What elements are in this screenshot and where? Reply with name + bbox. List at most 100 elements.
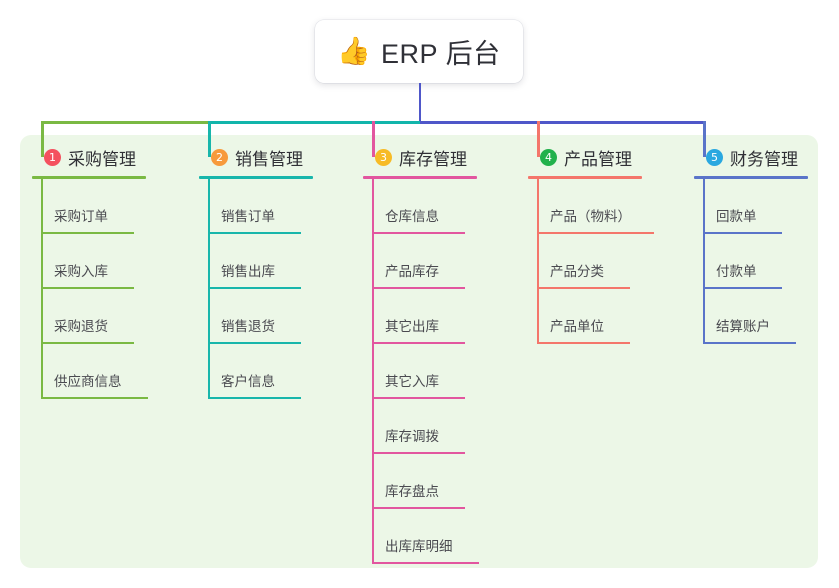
leaf-item-rule: [372, 232, 465, 234]
connector-stem-col-1: [41, 121, 44, 157]
column-items: 采购订单采购入库采购退货供应商信息: [32, 179, 148, 399]
leaf-item[interactable]: 产品库存: [363, 234, 477, 289]
leaf-item[interactable]: 供应商信息: [32, 344, 148, 399]
leaf-item-label: 采购订单: [54, 209, 108, 224]
leaf-item[interactable]: 付款单: [694, 234, 808, 289]
connector-bar-teal: [208, 121, 420, 124]
leaf-item-rule: [208, 397, 301, 399]
leaf-item-rule: [703, 232, 782, 234]
column-trunk-line: [208, 179, 210, 399]
number-badge-icon: 5: [706, 148, 723, 166]
leaf-item-label: 采购入库: [54, 264, 108, 279]
column-trunk-line: [537, 179, 539, 344]
leaf-item-rule: [208, 287, 301, 289]
leaf-item-rule: [537, 232, 654, 234]
root-stem: [418, 83, 422, 124]
number-badge-icon: 2: [211, 148, 228, 166]
leaf-item[interactable]: 出库库明细: [363, 509, 479, 564]
leaf-item-label: 回款单: [716, 209, 757, 224]
leaf-item[interactable]: 销售退货: [199, 289, 313, 344]
leaf-item-rule: [41, 342, 134, 344]
leaf-item[interactable]: 产品（物料）: [528, 179, 654, 234]
leaf-item-label: 销售退货: [221, 319, 275, 334]
number-badge-icon: 1: [44, 148, 61, 166]
connector-stem-col-4: [537, 121, 540, 157]
leaf-item-label: 采购退货: [54, 319, 108, 334]
connector-stem-col-3: [372, 121, 375, 157]
leaf-item[interactable]: 采购入库: [32, 234, 146, 289]
leaf-item-rule: [537, 342, 630, 344]
leaf-item-label: 结算账户: [716, 319, 770, 334]
number-badge-icon: 4: [540, 148, 557, 166]
leaf-item-label: 产品（物料）: [550, 209, 631, 224]
leaf-item-rule: [208, 342, 301, 344]
leaf-item[interactable]: 采购订单: [32, 179, 146, 234]
leaf-item-label: 其它入库: [385, 374, 439, 389]
column-items: 回款单付款单结算账户: [694, 179, 808, 344]
column-产品管理: 4 产品管理产品（物料） 产品分类产品单位: [528, 144, 654, 344]
column-items: 产品（物料） 产品分类产品单位: [528, 179, 654, 344]
leaf-item-rule: [41, 232, 134, 234]
leaf-item-rule: [372, 287, 465, 289]
connector-stem-col-2: [208, 121, 211, 157]
column-销售管理: 2 销售管理销售订单销售出库销售退货客户信息: [199, 144, 313, 399]
column-title: 财务管理: [730, 149, 798, 169]
leaf-item-rule: [372, 342, 465, 344]
column-header-4[interactable]: 4 产品管理: [528, 144, 642, 170]
leaf-item[interactable]: 其它出库: [363, 289, 477, 344]
leaf-item-rule: [208, 232, 301, 234]
column-title: 销售管理: [235, 149, 303, 169]
leaf-item[interactable]: 结算账户: [694, 289, 808, 344]
leaf-item[interactable]: 销售出库: [199, 234, 313, 289]
column-trunk-line: [41, 179, 43, 399]
leaf-item-label: 库存调拨: [385, 429, 439, 444]
leaf-item[interactable]: 产品单位: [528, 289, 642, 344]
leaf-item[interactable]: 其它入库: [363, 344, 477, 399]
leaf-item-rule: [372, 507, 465, 509]
leaf-item[interactable]: 销售订单: [199, 179, 313, 234]
leaf-item-rule: [703, 342, 796, 344]
leaf-item-label: 销售出库: [221, 264, 275, 279]
leaf-item[interactable]: 库存盘点: [363, 454, 477, 509]
leaf-item-rule: [703, 287, 782, 289]
leaf-item-rule: [41, 287, 134, 289]
leaf-item[interactable]: 采购退货: [32, 289, 146, 344]
connector-bar-green: [41, 121, 211, 124]
column-items: 仓库信息产品库存其它出库其它入库库存调拨库存盘点出库库明细: [363, 179, 479, 564]
leaf-item[interactable]: 产品分类: [528, 234, 642, 289]
column-title: 产品管理: [564, 149, 632, 169]
leaf-item-label: 产品分类: [550, 264, 604, 279]
leaf-item-rule: [372, 397, 465, 399]
column-header-rule: [32, 176, 146, 179]
leaf-item[interactable]: 仓库信息: [363, 179, 477, 234]
leaf-item-label: 其它出库: [385, 319, 439, 334]
leaf-item-label: 产品库存: [385, 264, 439, 279]
leaf-item-label: 出库库明细: [385, 539, 453, 554]
connector-stem-col-5: [703, 121, 706, 157]
thumbs-up-icon: 👍: [337, 36, 372, 66]
column-header-5[interactable]: 5 财务管理: [694, 144, 808, 170]
leaf-item[interactable]: 客户信息: [199, 344, 313, 399]
column-header-2[interactable]: 2 销售管理: [199, 144, 313, 170]
column-title: 库存管理: [399, 149, 467, 169]
leaf-item-label: 仓库信息: [385, 209, 439, 224]
column-库存管理: 3 库存管理仓库信息产品库存其它出库其它入库库存调拨库存盘点出库库明细: [363, 144, 479, 564]
leaf-item[interactable]: 回款单: [694, 179, 808, 234]
column-trunk-line: [372, 179, 374, 564]
column-header-3[interactable]: 3 库存管理: [363, 144, 477, 170]
diagram-background-panel: [20, 135, 818, 568]
column-header-rule: [199, 176, 313, 179]
column-trunk-line: [703, 179, 705, 344]
leaf-item-rule: [41, 397, 148, 399]
leaf-item-label: 供应商信息: [54, 374, 122, 389]
leaf-item-label: 库存盘点: [385, 484, 439, 499]
root-node-erp-backend[interactable]: 👍 ERP 后台: [315, 20, 523, 83]
leaf-item-label: 产品单位: [550, 319, 604, 334]
connector-bar-indigo: [420, 121, 706, 124]
column-items: 销售订单销售出库销售退货客户信息: [199, 179, 313, 399]
number-badge-icon: 3: [375, 148, 392, 166]
leaf-item[interactable]: 库存调拨: [363, 399, 477, 454]
